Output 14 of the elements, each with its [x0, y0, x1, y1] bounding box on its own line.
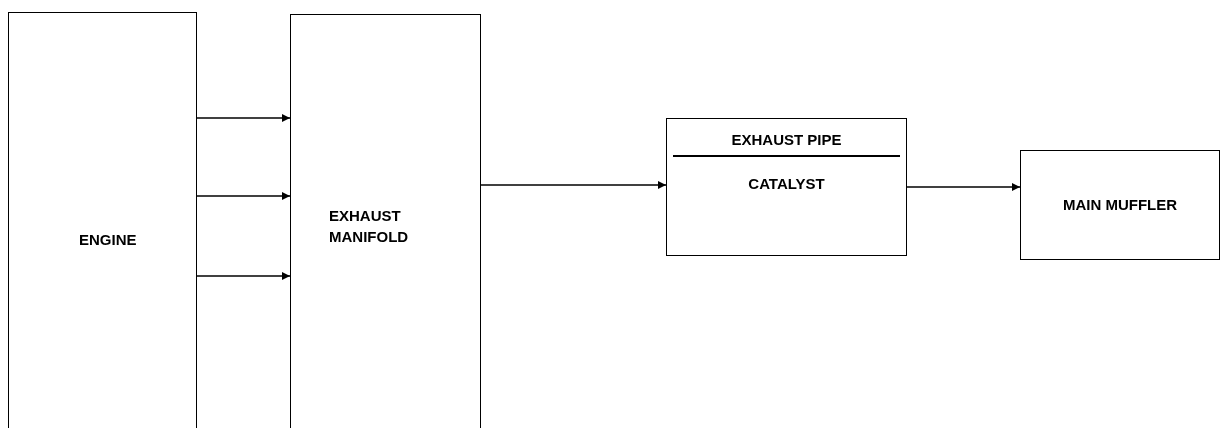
box-heading: EXHAUST PIPE	[731, 129, 842, 150]
component-box	[1020, 150, 1220, 260]
box-label: MAIN MUFFLER	[1062, 194, 1178, 215]
box-label: EXHAUST MANIFOLD	[329, 206, 410, 247]
box-label: CATALYST	[748, 173, 825, 194]
component-box	[666, 118, 907, 256]
arrow	[196, 272, 291, 280]
arrow	[480, 181, 667, 189]
component-box	[290, 14, 481, 428]
arrow	[196, 192, 291, 200]
box-label: ENGINE	[79, 230, 137, 251]
arrow	[196, 114, 291, 122]
arrow	[906, 183, 1021, 191]
component-box	[8, 12, 197, 428]
